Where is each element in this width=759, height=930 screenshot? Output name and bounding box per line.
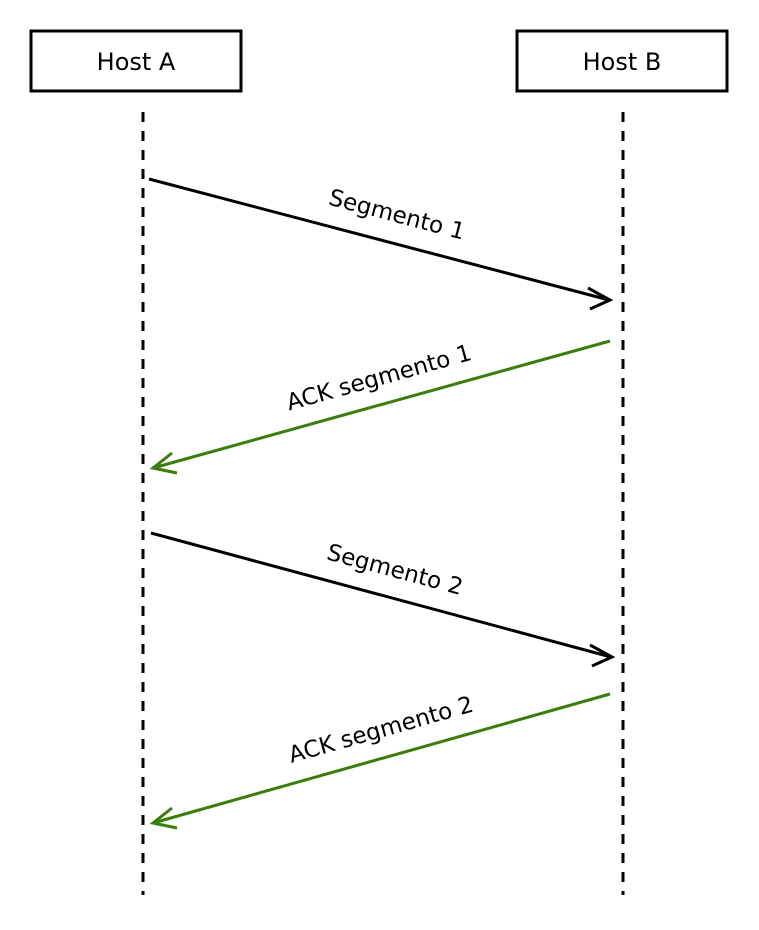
host-b-label: Host B	[583, 48, 662, 76]
message-segmento-1: Segmento 1	[148, 177, 614, 311]
message-segmento-2: Segmento 2	[150, 531, 616, 668]
message-arrow-line	[148, 177, 610, 302]
host-a-label: Host A	[97, 48, 176, 76]
arrowhead-right-icon	[587, 286, 614, 311]
message-arrow-line	[152, 339, 611, 470]
message-label: Segmento 1	[326, 185, 468, 246]
host-b: Host B	[515, 29, 729, 93]
host-a-box	[29, 29, 243, 93]
message-arrow-line	[152, 692, 611, 825]
message-label: Segmento 2	[324, 540, 466, 601]
arrowhead-left-icon	[149, 451, 178, 475]
message-arrow-line	[150, 531, 612, 659]
arrowhead-right-icon	[589, 643, 616, 668]
message-ack-segmento-1: ACK segmento 1	[149, 339, 611, 475]
message-ack-segmento-2: ACK segmento 2	[149, 692, 611, 830]
arrowhead-left-icon	[149, 806, 178, 830]
host-b-box	[515, 29, 729, 93]
host-a: Host A	[29, 29, 243, 93]
